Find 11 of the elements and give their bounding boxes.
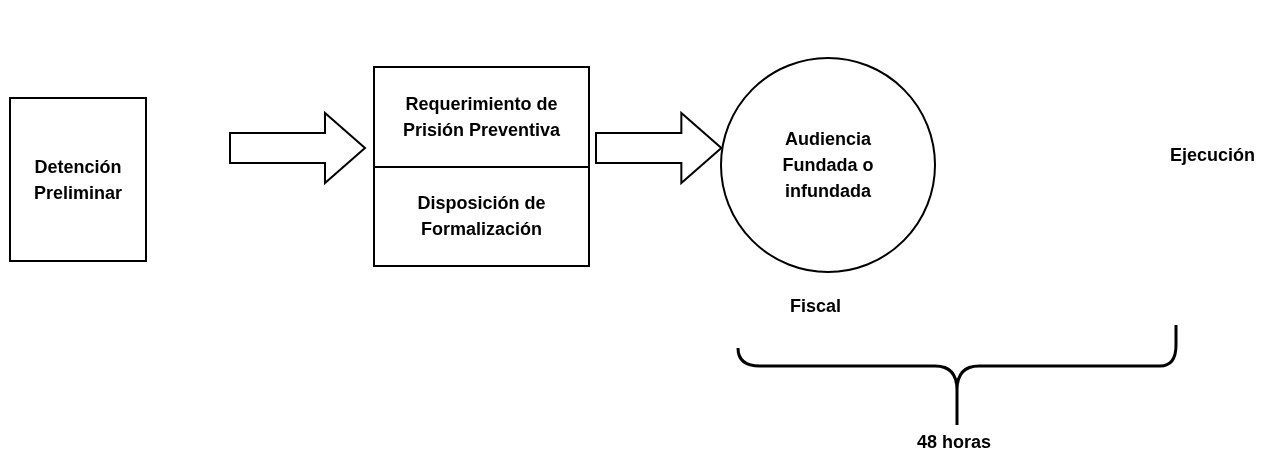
annotation-text: Fiscal [790,296,842,317]
node-text: Detención Preliminar [32,155,123,205]
node-text: Requerimiento de Prisión Preventiva [401,92,562,142]
annotation-text: 48 horas [917,432,992,453]
node-text: Disposición de Formalización [416,192,547,242]
split-process-box [373,66,590,267]
annotation-text: Ejecución [1170,145,1256,166]
block-arrow [595,110,723,186]
process-box [9,97,147,262]
block-arrow [229,110,367,186]
node-text: Audiencia Fundada o infundada [781,128,875,203]
